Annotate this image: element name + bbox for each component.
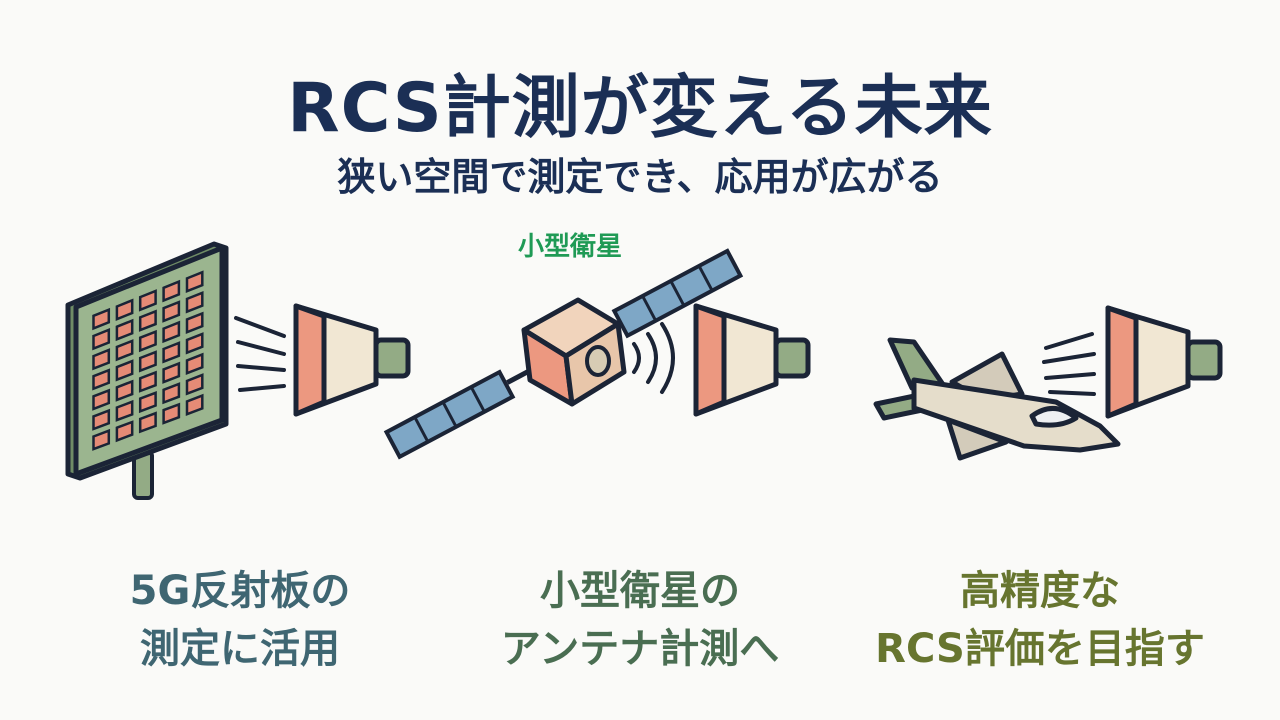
panel-element <box>92 368 111 391</box>
panel-element <box>138 289 157 312</box>
panel-element <box>185 311 204 335</box>
panel-element <box>185 352 204 376</box>
panel-element <box>92 307 111 331</box>
panel-element <box>162 361 181 384</box>
page-title: RCS計測が変える未来 <box>287 69 993 148</box>
satellite-label: 小型衛星 <box>517 232 622 262</box>
panel-element <box>185 270 204 294</box>
fighter-jet-icon <box>873 337 1121 461</box>
satellite-icon <box>383 248 744 460</box>
panel-element <box>138 390 157 414</box>
panel-element <box>138 350 157 373</box>
horn-antenna-icon <box>1108 308 1220 416</box>
panel-element <box>138 329 157 353</box>
panel-element <box>185 290 204 314</box>
caption-small-satellite: 小型衛星の アンテナ計測へ <box>430 562 850 678</box>
panel-element <box>92 328 111 351</box>
panel-element <box>138 411 157 434</box>
panel-element <box>115 359 134 382</box>
caption-5g-reflector: 5G反射板の 測定に活用 <box>30 562 450 678</box>
caption-line: 測定に活用 <box>140 626 340 672</box>
panel-element <box>92 388 111 411</box>
panel-element <box>115 318 134 342</box>
panel-element <box>115 379 134 402</box>
caption-line: 5G反射板の <box>129 568 351 614</box>
panel-element <box>115 399 134 422</box>
panel-element <box>92 348 111 371</box>
panel-element <box>92 408 111 431</box>
panel-element <box>162 320 181 344</box>
panel-element <box>162 341 181 364</box>
panel-element <box>138 370 157 393</box>
panel-element <box>162 300 181 323</box>
caption-line: 高精度な <box>960 568 1120 614</box>
caption-line: RCS評価を目指す <box>875 626 1205 672</box>
panel-element <box>185 393 204 417</box>
panel-element <box>162 279 181 303</box>
panel-element <box>115 298 134 321</box>
panel-element <box>162 382 181 405</box>
radio-waves-icon <box>632 322 675 394</box>
reflector-panel-icon <box>65 241 229 500</box>
horn-antenna-icon <box>696 306 808 414</box>
caption-line: 小型衛星の <box>540 568 740 614</box>
panel-element <box>185 373 204 396</box>
horn-antenna-icon <box>296 306 408 414</box>
panel-element <box>138 309 157 332</box>
caption-line: アンテナ計測へ <box>500 626 780 672</box>
caption-rcs-evaluation: 高精度な RCS評価を目指す <box>830 562 1250 678</box>
panel-element <box>92 428 111 451</box>
panel-element <box>115 420 134 443</box>
page-subtitle: 狭い空間で測定でき、応用が広がる <box>337 155 943 199</box>
panel-element <box>115 339 134 362</box>
panel-element <box>185 332 204 355</box>
signal-waves-icon <box>1042 332 1096 396</box>
panel-element <box>162 402 181 425</box>
signal-waves-icon <box>234 316 286 392</box>
